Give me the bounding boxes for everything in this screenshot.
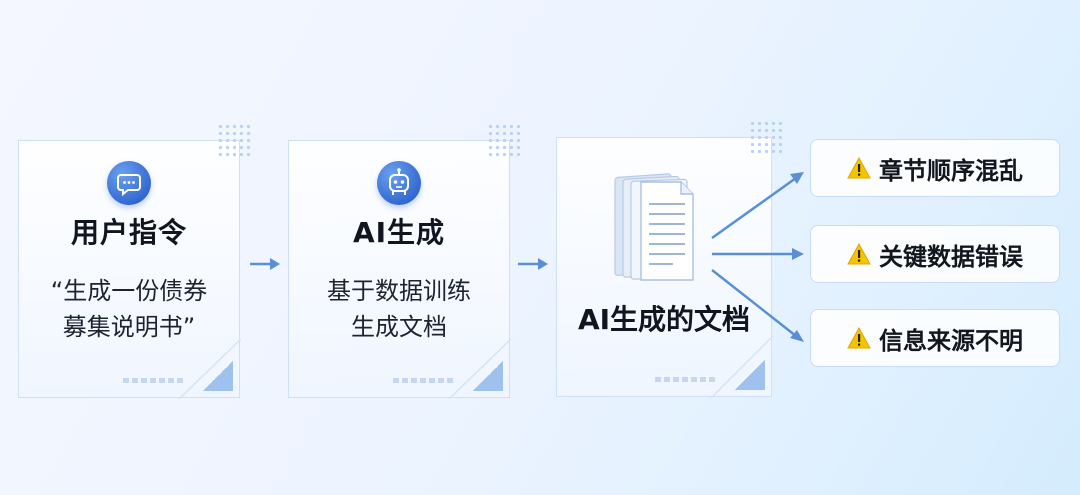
desc-line: 基于数据训练 [327, 277, 471, 305]
desc-line: 募集说明书” [62, 313, 196, 341]
arrow-to-issue-3 [711, 269, 804, 342]
issue-label: 关键数据错误 [879, 242, 1023, 271]
step-description: “生成一份债券 募集说明书” [19, 273, 239, 345]
desc-line: 生成文档 [351, 313, 447, 341]
issue-box-unknown-source: 信息来源不明 [810, 309, 1060, 367]
decorative-dashes [655, 377, 715, 382]
issue-box-chapter-order: 章节顺序混乱 [810, 139, 1060, 197]
corner-triangle [473, 361, 503, 391]
corner-triangle [203, 361, 233, 391]
decorative-dots [487, 123, 523, 159]
issue-label: 章节顺序混乱 [879, 156, 1023, 185]
warning-icon [847, 327, 871, 349]
step-title: 用户指令 [70, 216, 187, 249]
corner-triangle [735, 360, 765, 390]
branch-arrows [711, 172, 804, 342]
decorative-dots [217, 123, 253, 159]
decorative-dots [749, 120, 785, 156]
document-stack-icon [614, 173, 694, 281]
desc-line: “生成一份债券 [50, 277, 208, 305]
step-card-user-instruction: 用户指令 “生成一份债券 募集说明书” [18, 123, 253, 399]
step-card-generated-document: AI生成的文档 [556, 120, 785, 398]
issue-label: 信息来源不明 [879, 326, 1023, 355]
decorative-dashes [393, 378, 453, 383]
arrow-right-icon [518, 258, 548, 270]
step-title: AI生成的文档 [577, 303, 751, 336]
step-title: AI生成 [352, 216, 446, 249]
arrow-to-issue-1 [711, 172, 804, 240]
warning-icon [847, 243, 871, 265]
step-description: 基于数据训练 生成文档 [289, 273, 509, 345]
robot-icon [377, 161, 421, 205]
warning-icon [847, 157, 871, 179]
arrow-to-issue-2 [712, 248, 804, 260]
issue-box-data-error: 关键数据错误 [810, 225, 1060, 283]
decorative-dashes [123, 378, 183, 383]
chat-bubble-icon [107, 161, 151, 205]
step-card-ai-generation: AI生成 基于数据训练 生成文档 [288, 123, 523, 399]
arrow-right-icon [250, 258, 280, 270]
